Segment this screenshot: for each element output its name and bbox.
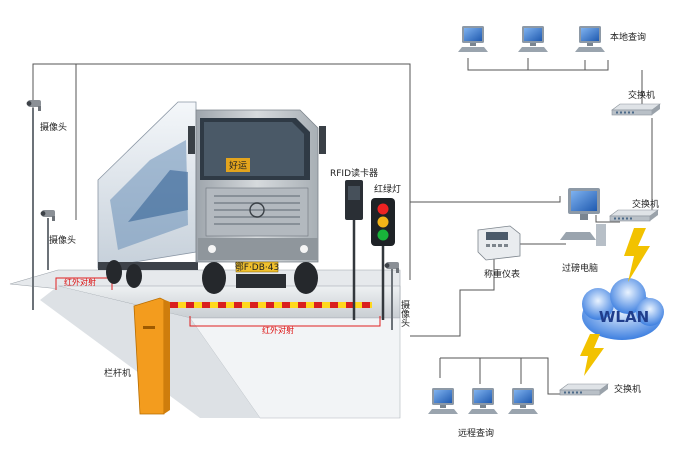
camera-left-1-label: 摄像头 xyxy=(40,121,67,133)
local-pc-3-icon xyxy=(575,26,605,52)
truck-icon: 好运 鄂F·DB·43 xyxy=(97,101,326,294)
switch-bottom-icon xyxy=(559,383,609,396)
rfid-reader-label: RFID读卡器 xyxy=(330,167,378,179)
rfid-reader-icon xyxy=(345,180,363,320)
lightning-icon xyxy=(580,228,650,376)
weighbridge-pc-icon xyxy=(560,188,606,246)
right-pole xyxy=(384,262,399,330)
infrared-left-label: 红外对射 xyxy=(64,277,96,287)
wlan-label: WLAN xyxy=(599,308,649,326)
switch-mid-label: 交换机 xyxy=(632,198,659,210)
labels: 摄像头 摄像头 红外对射 红外对射 栏杆机 RFID读卡器 红绿灯 摄像头 称重… xyxy=(40,31,659,439)
remote-pc-1-icon xyxy=(428,388,458,414)
left-pole-1 xyxy=(26,100,41,310)
local-query-label: 本地查询 xyxy=(610,31,646,43)
switch-top-label: 交换机 xyxy=(628,89,655,101)
weighbridge-platform xyxy=(9,269,401,419)
weighing-indicator-icon xyxy=(477,225,521,261)
local-query-pcs xyxy=(458,26,605,52)
barrier-gate-icon xyxy=(133,297,372,415)
camera-right-label: 摄像头 xyxy=(399,299,410,328)
remote-pc-3-icon xyxy=(508,388,538,414)
traffic-light-label: 红绿灯 xyxy=(374,183,401,195)
switch-bottom-label: 交换机 xyxy=(614,383,641,395)
switch-top-icon xyxy=(611,103,661,116)
weighbridge-pc-label: 过磅电脑 xyxy=(562,262,598,274)
network-lines xyxy=(32,58,653,395)
cab-sign-label: 好运 xyxy=(229,160,247,172)
remote-pc-2-icon xyxy=(468,388,498,414)
traffic-light-icon xyxy=(371,198,395,320)
camera-left-2-label: 摄像头 xyxy=(49,234,76,246)
weighing-indicator-label: 称重仪表 xyxy=(484,268,520,280)
left-pole-2 xyxy=(40,210,55,270)
local-pc-2-icon xyxy=(518,26,548,52)
remote-query-pcs xyxy=(428,388,538,414)
infrared-bottom-label: 红外对射 xyxy=(262,325,294,335)
wlan-cloud-icon xyxy=(582,278,664,340)
infrared-beams xyxy=(55,277,381,327)
barrier-gate-label: 栏杆机 xyxy=(104,367,131,379)
local-pc-1-icon xyxy=(458,26,488,52)
switch-mid-icon xyxy=(609,209,659,222)
remote-query-label: 远程查询 xyxy=(458,427,494,439)
license-plate: 鄂F·DB·43 xyxy=(235,262,279,273)
